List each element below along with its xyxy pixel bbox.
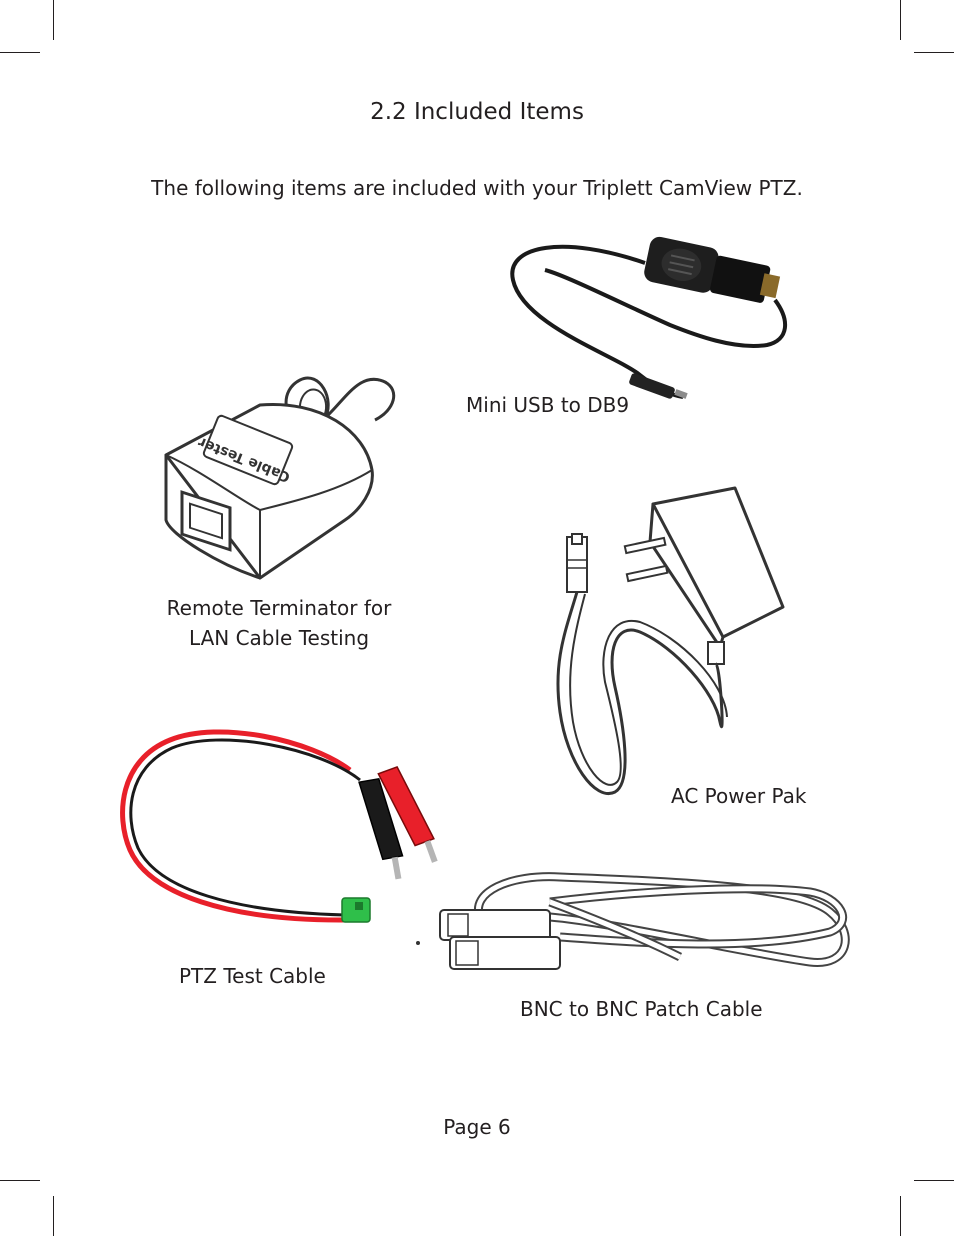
crop-mark-top-right-v (900, 0, 901, 40)
crop-mark-top-left-v (53, 0, 54, 40)
crop-mark-bottom-left-h (0, 1180, 40, 1181)
crop-mark-bottom-left-v (53, 1196, 54, 1236)
caption-bnc-patch-cable: BNC to BNC Patch Cable (520, 997, 763, 1021)
section-title: 2.2 Included Items (370, 99, 584, 125)
crop-mark-bottom-right-v (900, 1196, 901, 1236)
page-number: Page 6 (443, 1115, 511, 1139)
crop-mark-top-left-h (0, 52, 40, 53)
caption-mini-usb-db9: Mini USB to DB9 (466, 393, 630, 417)
caption-remote-terminator-line2: LAN Cable Testing (188, 626, 370, 650)
crop-mark-top-right-h (914, 52, 954, 53)
intro-text: The following items are included with yo… (151, 176, 803, 200)
caption-ac-power-pak: AC Power Pak (671, 784, 807, 808)
crop-mark-bottom-right-h (914, 1180, 954, 1181)
mini-usb-to-db9-cable-photo (510, 236, 788, 399)
bnc-patch-cable-drawing (416, 872, 850, 970)
caption-ptz-test-cable: PTZ Test Cable (179, 964, 326, 988)
ac-power-adapter-drawing (556, 486, 785, 795)
ptz-test-cable-photo (120, 729, 438, 923)
remote-terminator-drawing: Cable Tester (164, 376, 396, 580)
caption-remote-terminator-line1: Remote Terminator for (166, 596, 392, 620)
